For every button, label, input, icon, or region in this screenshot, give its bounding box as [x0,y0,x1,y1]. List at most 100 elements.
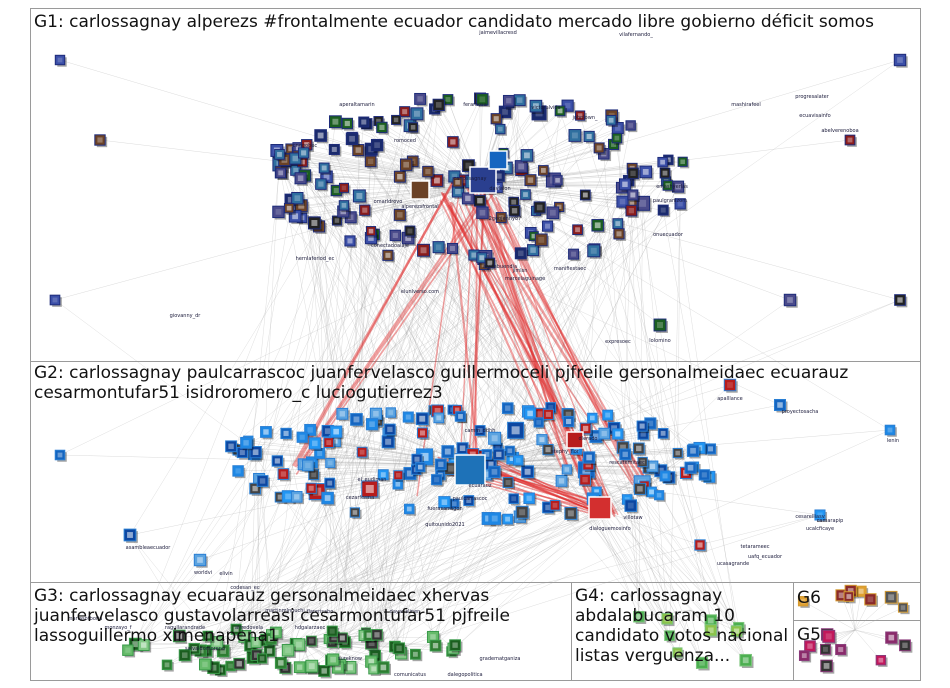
avatar-node[interactable] [897,602,910,615]
avatar-node[interactable] [637,456,650,469]
avatar-node[interactable] [298,147,311,161]
avatar-node[interactable] [884,424,897,437]
avatar-node[interactable] [455,411,468,424]
avatar-node[interactable] [433,412,446,425]
hub-avatar-node[interactable] [588,496,612,520]
avatar-node[interactable] [613,228,627,241]
avatar-node[interactable] [361,480,380,499]
avatar-node[interactable] [352,189,368,204]
avatar-node[interactable] [552,175,565,187]
avatar-node[interactable] [328,115,344,130]
avatar-node[interactable] [270,626,284,640]
avatar-node[interactable] [344,235,358,248]
avatar-node[interactable] [798,650,812,663]
avatar-node[interactable] [542,443,556,457]
avatar-node[interactable] [476,93,491,108]
avatar-node[interactable] [664,630,677,643]
avatar-node[interactable] [225,440,239,454]
avatar-node[interactable] [633,610,647,624]
avatar-node[interactable] [495,123,507,136]
avatar-node[interactable] [326,653,341,668]
avatar-node[interactable] [533,417,546,430]
avatar-node[interactable] [661,613,675,627]
avatar-node[interactable] [274,656,289,671]
avatar-node[interactable] [358,116,371,130]
avatar-node[interactable] [492,448,507,462]
avatar-node[interactable] [325,457,337,470]
avatar-node[interactable] [514,247,529,261]
avatar-node[interactable] [572,224,585,237]
avatar-node[interactable] [562,415,576,429]
avatar-node[interactable] [198,658,213,672]
avatar-node[interactable] [520,189,533,202]
avatar-node[interactable] [54,54,67,67]
avatar-node[interactable] [240,436,254,451]
avatar-node[interactable] [408,122,420,134]
avatar-node[interactable] [336,632,350,646]
avatar-node[interactable] [308,469,321,482]
avatar-node[interactable] [290,491,305,505]
avatar-node[interactable] [611,132,624,145]
avatar-node[interactable] [314,129,329,144]
avatar-node[interactable] [739,653,754,669]
avatar-node[interactable] [391,114,403,127]
avatar-node[interactable] [508,204,522,219]
avatar-node[interactable] [534,233,550,248]
avatar-node[interactable] [349,507,362,520]
avatar-node[interactable] [523,492,537,506]
avatar-node[interactable] [705,443,718,456]
avatar-node[interactable] [814,509,828,523]
avatar-node[interactable] [232,465,246,479]
avatar-node[interactable] [377,661,391,676]
avatar-node[interactable] [399,158,414,173]
avatar-node[interactable] [432,98,447,113]
avatar-node[interactable] [501,402,516,416]
avatar-node[interactable] [797,596,810,608]
avatar-node[interactable] [422,165,436,179]
avatar-node[interactable] [364,155,378,169]
avatar-node[interactable] [415,462,427,474]
avatar-node[interactable] [277,468,291,482]
avatar-node[interactable] [430,174,445,189]
avatar-node[interactable] [318,665,332,679]
avatar-node[interactable] [515,505,531,521]
avatar-node[interactable] [345,132,360,147]
avatar-node[interactable] [619,448,633,462]
avatar-node[interactable] [473,194,488,209]
avatar-node[interactable] [328,143,342,157]
avatar-node[interactable] [694,539,708,553]
avatar-node[interactable] [899,639,913,653]
avatar-node[interactable] [490,113,504,126]
avatar-node[interactable] [417,243,432,259]
avatar-node[interactable] [730,625,744,639]
avatar-node[interactable] [365,418,380,432]
avatar-node[interactable] [627,167,641,181]
avatar-node[interactable] [507,421,526,441]
avatar-node[interactable] [233,657,247,672]
avatar-node[interactable] [350,413,365,428]
avatar-node[interactable] [723,378,738,393]
avatar-node[interactable] [541,220,555,234]
avatar-node[interactable] [371,629,385,643]
avatar-node[interactable] [822,629,837,645]
avatar-node[interactable] [446,242,460,256]
avatar-node[interactable] [404,225,417,238]
avatar-node[interactable] [627,189,640,202]
avatar-node[interactable] [554,105,567,118]
avatar-node[interactable] [783,293,798,308]
avatar-node[interactable] [591,219,606,234]
avatar-node[interactable] [274,149,287,162]
avatar-node[interactable] [686,444,701,459]
avatar-node[interactable] [275,167,288,180]
avatar-node[interactable] [307,216,323,231]
avatar-node[interactable] [672,647,685,660]
avatar-node[interactable] [304,423,318,438]
avatar-node[interactable] [281,644,296,659]
avatar-node[interactable] [593,142,607,155]
hub-avatar-node[interactable] [469,166,497,194]
avatar-node[interactable] [474,425,488,438]
hub-avatar-node[interactable] [410,180,430,200]
avatar-node[interactable] [305,482,319,496]
avatar-node[interactable] [524,407,538,421]
avatar-node[interactable] [549,500,562,513]
